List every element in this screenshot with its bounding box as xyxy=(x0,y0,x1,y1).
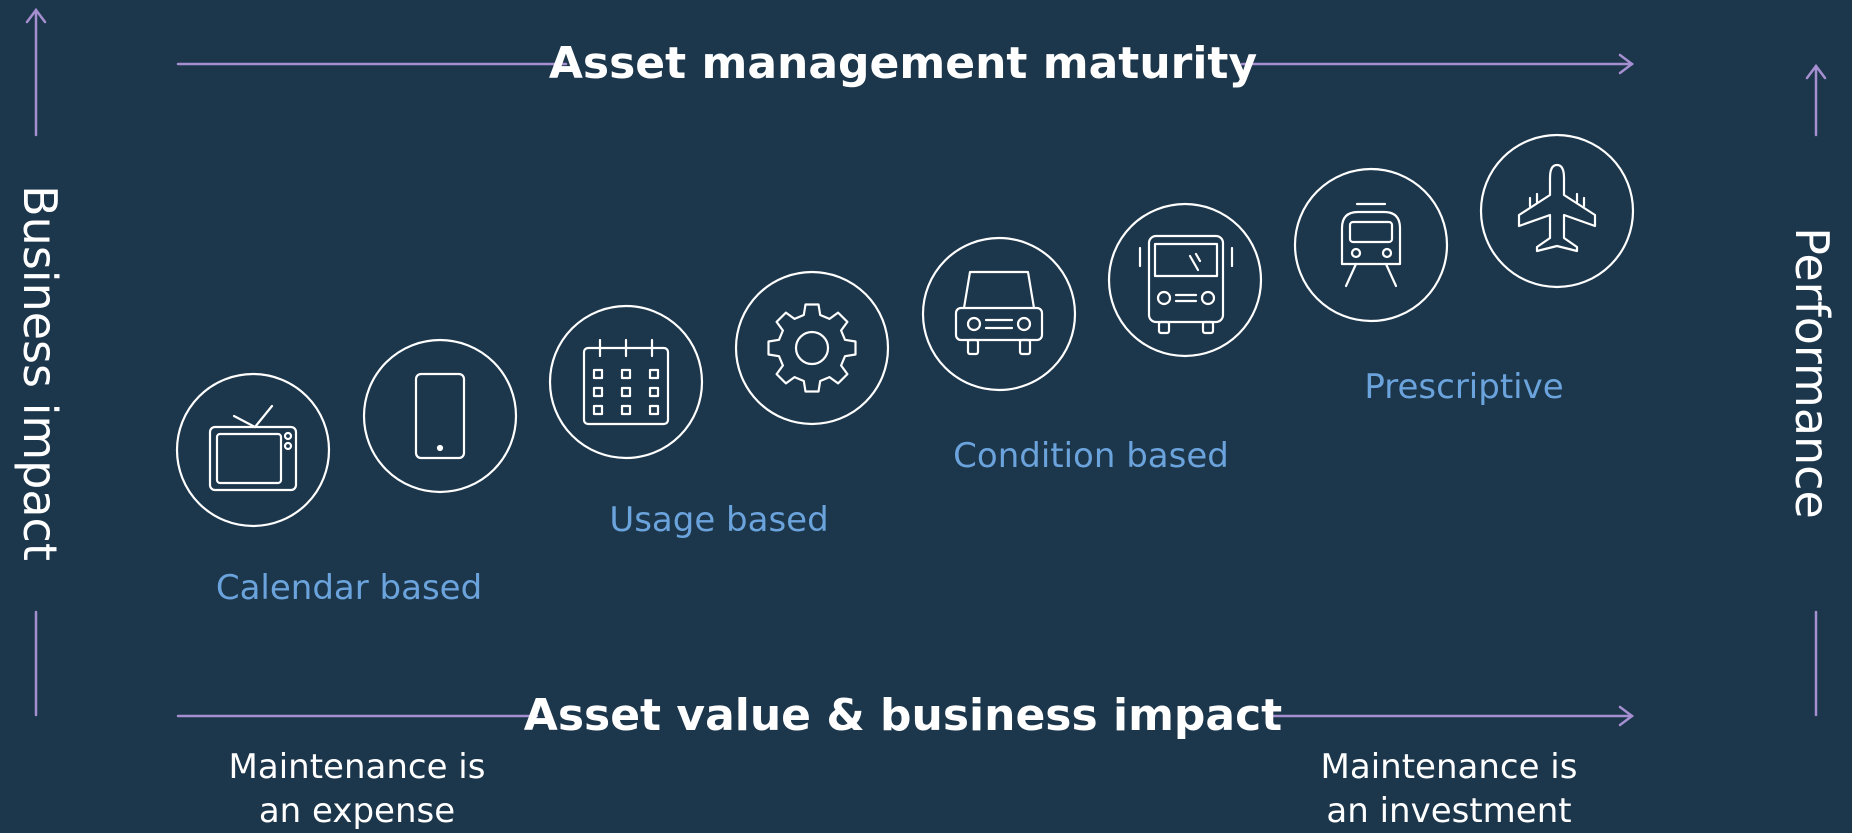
left-axis-arrow xyxy=(25,7,47,717)
bottom-title: Asset value & business impact xyxy=(523,690,1283,741)
note-investment-line1: Maintenance is xyxy=(1320,747,1578,787)
bus-icon xyxy=(1107,202,1263,358)
right-axis-arrow xyxy=(1805,63,1827,717)
note-expense-line2: an expense xyxy=(258,791,456,831)
note-expense: Maintenance is an expense xyxy=(229,745,486,833)
train-icon xyxy=(1293,167,1449,323)
tablet-icon xyxy=(362,338,518,494)
tv-icon xyxy=(175,372,331,528)
left-axis-label: Business impact xyxy=(13,185,67,561)
gear-icon xyxy=(734,270,890,426)
calendar-icon xyxy=(548,304,704,460)
stage-label-calendar: Calendar based xyxy=(215,568,483,608)
top-title: Asset management maturity xyxy=(548,38,1258,89)
stage-label-condition: Condition based xyxy=(953,436,1229,476)
car-icon xyxy=(921,236,1077,392)
bottom-axis-arrow xyxy=(176,705,1635,727)
stage-label-prescriptive: Prescriptive xyxy=(1364,367,1564,407)
airplane-icon xyxy=(1479,133,1635,289)
right-axis-label: Performance xyxy=(1785,227,1839,519)
note-expense-line1: Maintenance is xyxy=(228,747,486,787)
note-investment-line2: an investment xyxy=(1326,791,1572,831)
top-axis-arrow xyxy=(176,53,1635,75)
note-investment: Maintenance is an investment xyxy=(1321,745,1578,833)
stage-label-usage: Usage based xyxy=(609,500,829,540)
